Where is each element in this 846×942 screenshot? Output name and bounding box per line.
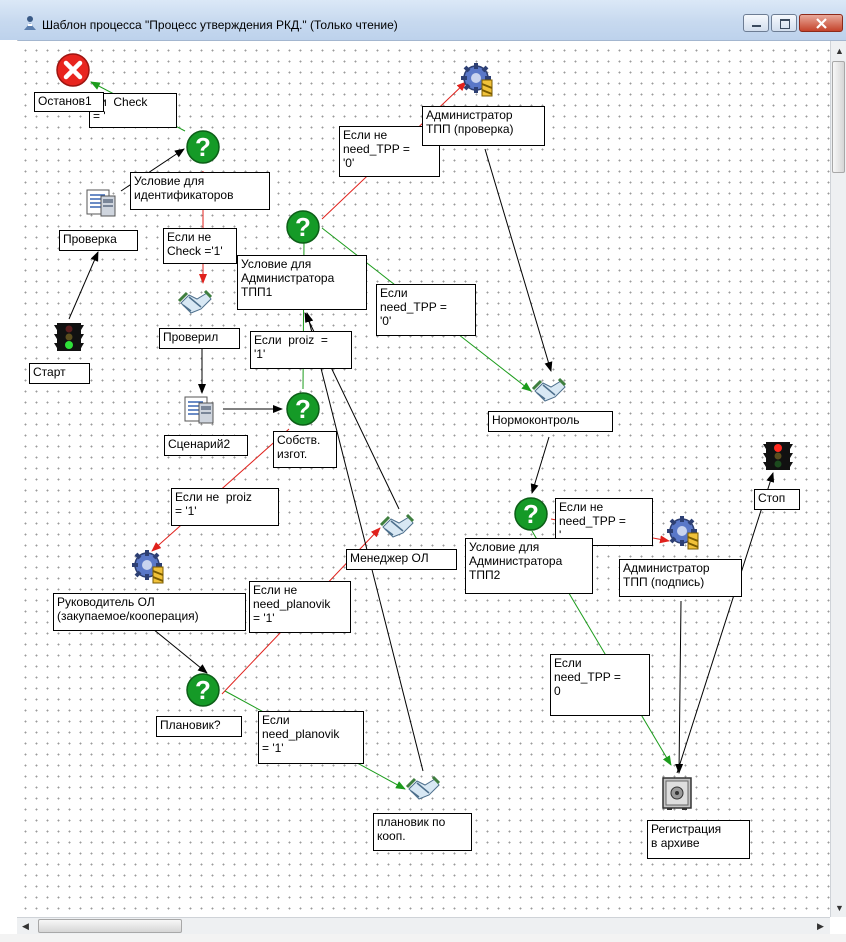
node-label-planner-coop[interactable]: плановик по кооп. — [373, 813, 472, 851]
script-icon[interactable] — [83, 184, 119, 220]
gear-admin-icon[interactable] — [460, 62, 496, 98]
gear-admin-icon[interactable] — [666, 515, 702, 551]
node-label-admin-check[interactable]: Администратор ТПП (проверка) — [422, 106, 545, 146]
vertical-scroll-thumb[interactable] — [832, 61, 845, 173]
condition-label-need-tpp-2: Если need_TPP = 0 — [550, 654, 650, 716]
link-norm-cond2 — [530, 436, 550, 494]
diagram-canvas[interactable]: ? ? — [17, 41, 830, 917]
link-headol-planner — [152, 628, 208, 674]
close-icon — [816, 18, 827, 29]
condition-label-not-proiz: Если не proiz = '1' — [171, 488, 279, 526]
node-label-scenario2[interactable]: Сценарий2 — [164, 435, 248, 456]
handshake-icon[interactable] — [531, 371, 567, 407]
condition-label-need-tpp: Если need_TPP = '0' — [376, 284, 476, 336]
svg-text:?: ? — [523, 499, 539, 529]
node-label-cond-admin1[interactable]: Условие для Администратора ТПП1 — [237, 255, 367, 310]
minimize-icon — [752, 25, 761, 27]
close-button[interactable] — [799, 14, 843, 32]
traffic-light-red-icon[interactable] — [760, 438, 796, 474]
stop-icon[interactable] — [55, 52, 91, 88]
node-label-own-prod[interactable]: Собств. изгот. — [273, 431, 337, 468]
node-label-admin-sign[interactable]: Администратор ТПП (подпись) — [619, 559, 742, 597]
window-bottom-frame — [0, 934, 846, 942]
condition-label-not-check: Если не Check ='1' — [163, 228, 237, 264]
node-label-archive[interactable]: Регистрация в архиве — [647, 820, 750, 859]
link-coop-cond1 — [305, 312, 424, 772]
horizontal-scroll-thumb[interactable] — [38, 919, 182, 933]
gear-admin-icon[interactable] — [131, 549, 167, 585]
node-label-check[interactable]: Проверка — [59, 230, 138, 251]
link-admincheck-norm — [484, 148, 553, 372]
node-label-planner-q[interactable]: Плановик? — [156, 716, 242, 737]
scroll-left-icon[interactable]: ◀ — [22, 921, 29, 931]
condition-label-check: ли Check = ' — [89, 93, 177, 128]
node-label-stop1[interactable]: Останов1 — [34, 92, 104, 112]
condition-label-planovik: Если need_planovik = '1' — [258, 711, 364, 764]
svg-text:?: ? — [295, 212, 311, 242]
safe-icon[interactable] — [659, 775, 695, 811]
question-icon[interactable]: ? — [185, 129, 221, 165]
node-label-head-ol[interactable]: Руководитель ОЛ (закупаемое/кооперация) — [53, 593, 246, 631]
svg-text:?: ? — [195, 675, 211, 705]
handshake-icon[interactable] — [405, 769, 441, 805]
link-archive-stop — [676, 472, 775, 774]
node-label-checked[interactable]: Проверил — [159, 328, 240, 349]
node-label-cond-ids[interactable]: Условие для идентификаторов — [130, 172, 270, 210]
node-label-stop[interactable]: Стоп — [754, 489, 800, 510]
workflow-app-icon — [24, 16, 36, 30]
node-label-manager-ol[interactable]: Менеджер ОЛ — [346, 549, 457, 570]
condition-label-not-planovik: Если не need_planovik = '1' — [249, 581, 351, 633]
scroll-up-icon[interactable]: ▲ — [835, 46, 844, 56]
question-icon[interactable]: ? — [185, 672, 221, 708]
script-icon[interactable] — [181, 391, 217, 427]
handshake-icon[interactable] — [177, 283, 213, 319]
scroll-down-icon[interactable]: ▼ — [835, 903, 844, 913]
node-label-normcontrol[interactable]: Нормоконтроль — [488, 411, 613, 432]
link-adminsign-archive — [675, 600, 684, 774]
question-icon[interactable]: ? — [285, 209, 321, 245]
horizontal-scrollbar[interactable]: ◀ ▶ — [17, 917, 830, 935]
node-label-start[interactable]: Старт — [29, 363, 90, 384]
traffic-light-green-icon[interactable] — [51, 319, 87, 355]
window-title: Шаблон процесса "Процесс утверждения РКД… — [42, 18, 398, 32]
node-label-cond-admin2[interactable]: Условие для Администратора ТПП2 — [465, 538, 593, 594]
svg-text:?: ? — [295, 394, 311, 424]
question-icon[interactable]: ? — [285, 391, 321, 427]
scroll-right-icon[interactable]: ▶ — [817, 921, 824, 931]
minimize-button[interactable] — [743, 14, 769, 32]
condition-label-proiz: Если proiz = '1' — [250, 331, 352, 369]
title-bar: Шаблон процесса "Процесс утверждения РКД… — [0, 0, 846, 41]
link-start-check — [68, 251, 99, 320]
question-icon[interactable]: ? — [513, 496, 549, 532]
vertical-scrollbar[interactable]: ▲ ▼ — [830, 41, 846, 917]
maximize-button[interactable] — [771, 14, 797, 32]
left-frame — [0, 40, 18, 942]
maximize-icon — [780, 19, 790, 29]
handshake-icon[interactable] — [379, 507, 415, 543]
svg-text:?: ? — [195, 132, 211, 162]
